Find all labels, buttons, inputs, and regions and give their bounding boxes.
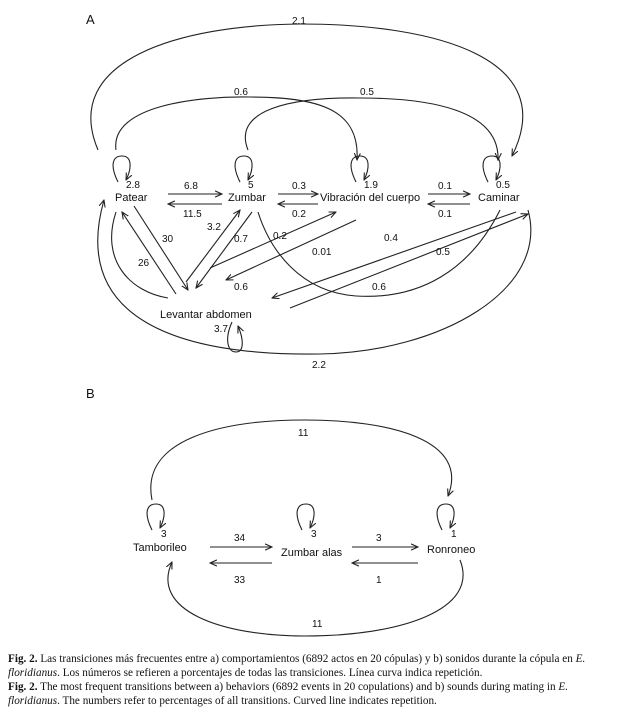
selfloop-tamborileo	[146, 503, 164, 531]
selfloop-zumbar-alas	[296, 503, 314, 531]
label-patear-levantar: 30	[162, 234, 174, 245]
node-ronroneo: Ronroneo	[427, 544, 475, 556]
selfloop-ronroneo	[436, 503, 454, 531]
edge-zumbar-caminar-loop	[111, 211, 169, 299]
label-levantar-vibracion: 0.2	[273, 231, 287, 242]
edge-zumbar-caminar-top	[244, 97, 498, 160]
edge-caminar-zumbar-loop	[257, 209, 501, 297]
selfloop-label-vibracion: 1.9	[364, 180, 378, 191]
node-caminar: Caminar	[478, 192, 520, 204]
selfloop-zumbar	[234, 155, 252, 183]
panel-a-label: A	[86, 12, 95, 27]
selfloop-label-caminar: 0.5	[496, 180, 510, 191]
label-ronroneo-tamborileo-bottom: 11	[312, 619, 323, 630]
label-zumbar-caminar-loop: 0.6	[234, 282, 248, 293]
caption-en-species: E. floridianus	[8, 681, 569, 707]
label-levantar-caminar: 0.5	[436, 247, 450, 258]
label-zumbar-levantar: 0.7	[234, 234, 248, 245]
selfloop-label-zumbar: 5	[248, 180, 254, 191]
label-vibracion-zumbar: 0.2	[292, 209, 306, 220]
edge-ronroneo-tamborileo-bottom	[168, 559, 464, 637]
edge-tamborileo-ronroneo-top	[150, 419, 452, 501]
selfloop-caminar	[482, 155, 500, 183]
selfloop-label-patear: 2.8	[126, 180, 140, 191]
label-caminar-vibracion: 0.1	[438, 209, 452, 220]
figure-caption: Fig. 2. Las transiciones más frecuentes …	[8, 652, 614, 708]
selfloop-label-tamborileo: 3	[161, 529, 167, 540]
caption-es-label: Fig. 2.	[8, 653, 38, 665]
edge-levantar-vibracion	[209, 212, 336, 269]
caption-es-text-1: Las transiciones más frecuentes entre a)…	[37, 653, 576, 665]
label-zumbar-caminar-top: 0.5	[360, 87, 374, 98]
selfloop-vibracion	[350, 155, 368, 183]
label-tamborileo-ronroneo-top: 11	[298, 428, 309, 439]
edge-levantar-patear	[122, 212, 177, 295]
edge-zumbar-levantar	[196, 211, 253, 288]
edge-patear-levantar	[133, 205, 188, 290]
edge-caminar-levantar	[272, 211, 517, 298]
node-levantar: Levantar abdomen	[160, 309, 252, 321]
caption-en-label: Fig. 2.	[8, 681, 38, 693]
label-vibracion-caminar: 0.1	[438, 181, 452, 192]
node-zumbar: Zumbar	[228, 192, 266, 204]
label-patear-zumbar: 6.8	[184, 181, 198, 192]
edge-patear-caminar-top	[90, 23, 524, 156]
edge-caminar-patear-bottom	[97, 200, 532, 355]
panel-b-label: B	[86, 386, 95, 401]
label-levantar-patear: 26	[138, 258, 150, 269]
selfloop-label-ronroneo: 1	[451, 529, 457, 540]
label-ronroneo-zumbar-alas: 1	[376, 575, 382, 586]
node-patear: Patear	[115, 192, 148, 204]
label-vibracion-levantar: 0.01	[312, 247, 332, 258]
label-tamborileo-zumbar-alas: 34	[234, 533, 246, 544]
label-patear-caminar-top: 2.1	[292, 16, 306, 27]
label-patear-vibracion-top: 0.6	[234, 87, 248, 98]
caption-es-species: E. floridianus	[8, 653, 586, 679]
label-zumbar-alas-tamborileo: 33	[234, 575, 246, 586]
label-zumbar-vibracion: 0.3	[292, 181, 306, 192]
label-caminar-patear-bottom: 2.2	[312, 360, 326, 371]
edge-vibracion-levantar	[226, 219, 357, 280]
caption-es-text-2: . Los números se refieren a porcentajes …	[57, 667, 483, 679]
label-caminar-levantar: 0.4	[384, 233, 398, 244]
edge-levantar-zumbar	[185, 210, 240, 283]
caption-en-text-1: The most frequent transitions between a)…	[37, 681, 559, 693]
caption-spanish: Fig. 2. Las transiciones más frecuentes …	[8, 652, 614, 680]
label-caminar-zumbar-loop: 0.6	[372, 282, 386, 293]
edge-levantar-caminar	[289, 214, 528, 309]
node-zumbar-alas: Zumbar alas	[281, 547, 343, 559]
node-vibracion: Vibración del cuerpo	[320, 192, 420, 204]
label-zumbar-patear: 11.5	[183, 209, 202, 220]
edge-patear-vibracion-top	[115, 96, 357, 160]
selfloop-label-levantar: 3.7	[214, 324, 228, 335]
label-zumbar-alas-ronroneo: 3	[376, 533, 382, 544]
caption-english: Fig. 2. The most frequent transitions be…	[8, 680, 614, 708]
transition-diagram: A 2.1 0.6 0.5 2.8 5 1.9 0.5 3.7 Patear Z…	[86, 12, 532, 637]
selfloop-patear	[112, 155, 130, 183]
node-tamborileo: Tamborileo	[133, 542, 187, 554]
selfloop-label-zumbar-alas: 3	[311, 529, 317, 540]
selfloop-levantar	[227, 321, 243, 353]
label-levantar-zumbar: 3.2	[207, 222, 221, 233]
caption-en-text-2: . The numbers refer to percentages of al…	[57, 695, 437, 707]
